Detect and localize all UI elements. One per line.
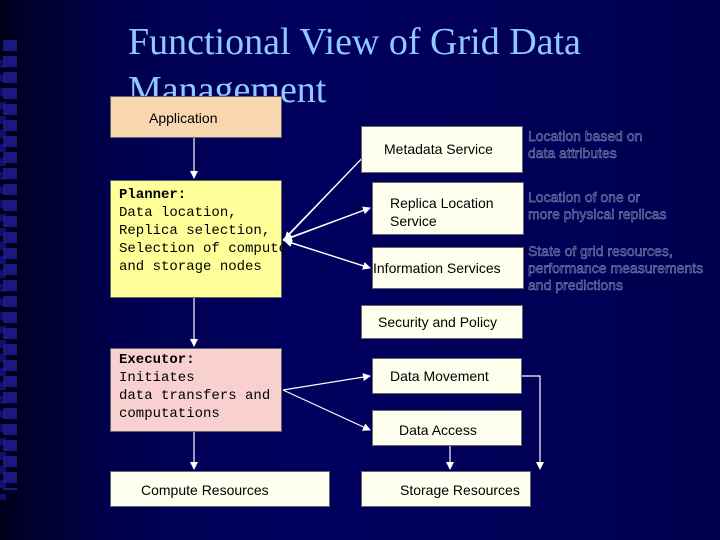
note-line: Location based on <box>528 128 643 144</box>
note-line: performance measurements <box>528 260 704 276</box>
application-label: Application <box>149 110 218 126</box>
replica-location-service-box: Replica Location Service <box>372 182 524 235</box>
compute-resources-label: Compute Resources <box>141 482 269 498</box>
arrow-executor-to-access <box>282 389 371 431</box>
planner-line: and storage nodes <box>119 259 262 275</box>
arrow-metadata-to-planner <box>284 149 371 240</box>
planner-box: Planner: Data location, Replica selectio… <box>110 180 288 298</box>
planner-line: Replica selection, <box>119 223 271 239</box>
arrow-replica-to-planner <box>284 207 371 242</box>
replica-note: Location of one or more physical replica… <box>528 189 698 223</box>
compute-resources-box: Compute Resources <box>110 471 330 507</box>
metadata-note: Location based on data attributes <box>528 128 688 162</box>
note-line: data attributes <box>528 145 617 161</box>
arrow-executor-to-movement <box>282 373 371 391</box>
planner-heading: Planner: <box>119 187 187 203</box>
security-policy-label: Security and Policy <box>378 314 498 330</box>
slide-title: Functional View of Grid Data Management <box>128 21 581 111</box>
executor-heading: Executor: <box>119 352 195 368</box>
information-note: State of grid resources, performance mea… <box>528 243 718 294</box>
note-line: Location of one or <box>528 189 641 205</box>
data-access-box: Data Access <box>372 410 522 446</box>
storage-resources-box: Storage Resources <box>361 471 531 507</box>
planner-line: Data location, <box>119 205 237 221</box>
information-services-label: Information Services <box>373 260 501 276</box>
executor-line: computations <box>119 406 220 422</box>
executor-line: data transfers and <box>119 388 271 404</box>
note-line: and predictions <box>528 277 623 293</box>
arrow-info-to-planner <box>284 239 371 269</box>
data-movement-label: Data Movement <box>390 368 489 384</box>
executor-line: Initiates <box>119 370 195 386</box>
planner-line: Selection of compute <box>119 241 288 257</box>
application-box: Application <box>110 96 282 138</box>
replica-location-label: Service <box>390 213 437 229</box>
data-access-label: Data Access <box>399 422 477 438</box>
metadata-service-box: Metadata Service <box>361 126 523 173</box>
executor-box: Executor: Initiates data transfers and c… <box>110 348 282 432</box>
information-services-box: Information Services <box>372 247 524 289</box>
note-line: more physical replicas <box>528 206 667 222</box>
security-policy-box: Security and Policy <box>361 305 523 339</box>
edge-decoration <box>3 40 17 490</box>
arrow-movement-to-storage <box>522 375 544 470</box>
metadata-service-label: Metadata Service <box>384 141 493 157</box>
note-line: State of grid resources, <box>528 243 673 259</box>
storage-resources-label: Storage Resources <box>400 482 520 498</box>
replica-location-label: Replica Location <box>390 195 494 211</box>
data-movement-box: Data Movement <box>372 358 522 394</box>
